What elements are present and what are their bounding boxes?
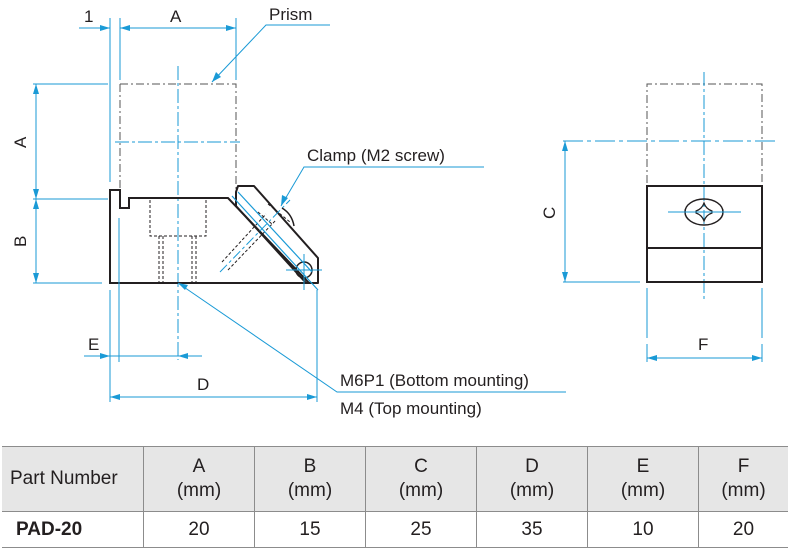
header-E-unit: (mm) [620,480,666,501]
header-E: E (mm) [587,446,699,512]
dim-label-side-A: A [11,136,30,148]
dim-arrow-E-left [100,353,110,359]
clamp-screw-head [281,207,295,227]
table-row: PAD-20 20 15 25 35 10 20 [2,511,788,548]
header-B-unit: (mm) [287,480,333,501]
dim-label-E: E [88,335,99,354]
callout-label-bottom-mounting: M6P1 (Bottom mounting) [340,371,529,390]
dim-label-gap: 1 [84,7,93,26]
callout-label-prism: Prism [269,5,312,24]
header-D-label: D [525,456,539,477]
technical-drawing: 1 A A B E D Prism Clamp (M2 screw) M6P1 … [11,5,778,418]
callout-leader-mounting [177,282,566,393]
dim-label-D: D [197,375,209,394]
cell-B: 15 [254,511,366,548]
callout-leader-prism [211,24,330,83]
cell-F: 20 [698,511,788,548]
header-D-unit: (mm) [509,480,555,501]
callout-label-top-mounting: M4 (Top mounting) [340,399,482,418]
clamp-slot-line-1 [231,195,319,291]
clamp-screw-hidden [221,203,291,271]
header-A-label: A [192,456,206,477]
callout-label-clamp: Clamp (M2 screw) [307,146,445,165]
side-body-outline [646,185,763,283]
header-C: C (mm) [365,446,477,512]
header-F: F (mm) [698,446,788,512]
dim-arrow-E-right [178,353,188,359]
header-A-unit: (mm) [176,480,222,501]
header-D: D (mm) [476,446,588,512]
header-part-number: Part Number [2,446,144,512]
spec-table: Part Number A (mm) B (mm) C (mm) D (mm) … [2,446,788,548]
header-F-label: F [737,456,750,477]
header-E-label: E [636,456,650,477]
header-B-label: B [303,456,317,477]
header-C-unit: (mm) [398,480,444,501]
body-outline [109,189,312,284]
cell-part-number: PAD-20 [2,511,144,548]
clamp-slot-line-2 [237,191,313,273]
prism-phantom-outline [119,83,237,198]
header-C-label: C [414,456,428,477]
callout-arrow-mounting [178,283,188,290]
cell-E: 10 [587,511,699,548]
cell-D: 35 [476,511,588,548]
dim-label-side-B: B [11,236,30,247]
clamp-screw-axis [219,199,291,273]
dim-label-top-A: A [170,7,182,26]
spec-table-header-row: Part Number A (mm) B (mm) C (mm) D (mm) … [2,446,788,512]
counterbore-hidden [149,200,207,282]
callout-leader-clamp [280,166,484,207]
callout-arrow-clamp [281,195,288,206]
side-view: C F [540,72,778,362]
dim-label-F: F [698,335,708,354]
phillips-screw-head-icon [668,198,741,226]
cell-A: 20 [143,511,255,548]
header-F-unit: (mm) [721,480,766,501]
front-view: 1 A A B E D Prism Clamp (M2 screw) M6P1 … [11,5,566,418]
dim-label-C: C [540,207,559,219]
header-A: A (mm) [143,446,255,512]
cell-C: 25 [365,511,477,548]
header-B: B (mm) [254,446,366,512]
callout-arrow-prism [212,72,221,82]
